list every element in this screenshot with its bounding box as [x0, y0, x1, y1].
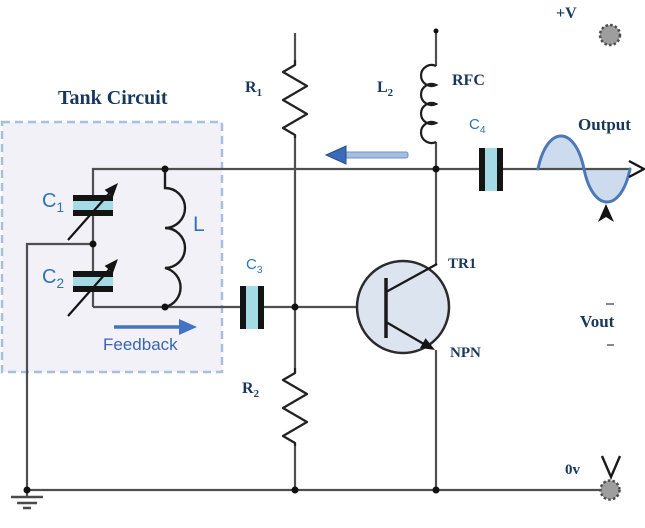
- transistor-collector-lead: [385, 262, 438, 294]
- ground-icon: [11, 495, 43, 510]
- label-c2: C2: [42, 266, 65, 291]
- label-l: L: [193, 213, 205, 236]
- junction-dots: [23, 28, 440, 494]
- wire-midtap-to-ground: [25, 242, 93, 490]
- inductor-l2-rfc: [419, 63, 439, 145]
- variable-capacitor-c2: [67, 259, 118, 317]
- label-output: Output: [578, 115, 631, 134]
- resistor-r1: [281, 60, 309, 138]
- output-arrow-icon: [628, 159, 645, 179]
- label-tr1: TR1: [448, 256, 477, 272]
- label-l2: L2: [377, 79, 394, 100]
- label-0v: 0v: [565, 462, 580, 478]
- junction-dot: [89, 240, 97, 248]
- terminal-plus-v: [598, 23, 622, 47]
- capacitor-c3: [240, 286, 264, 329]
- label-feedback: Feedback: [103, 335, 178, 354]
- label-plus-v: +V: [556, 5, 577, 22]
- variable-capacitor-c1: [67, 183, 118, 241]
- capacitor-c4: [479, 148, 503, 191]
- junction-dot: [161, 165, 169, 173]
- label-r1: R1: [245, 79, 262, 100]
- inductor-l: [163, 169, 187, 309]
- signal-flow-arrow-icon: [324, 145, 409, 165]
- junction-dot: [291, 486, 299, 494]
- label-vout: Vout: [580, 312, 615, 331]
- junction-dot: [161, 303, 169, 311]
- junction-dot: [432, 165, 440, 173]
- label-c1: C1: [42, 190, 65, 215]
- label-npn: NPN: [450, 345, 481, 361]
- vout-marker-up-icon: [598, 204, 614, 222]
- output-sine-wave: [536, 134, 632, 204]
- wire-tank-top-to-output: [91, 167, 630, 195]
- wires: [25, 32, 630, 497]
- label-r2: R2: [242, 380, 259, 401]
- emitter-arrow-icon: [420, 338, 435, 350]
- junction-dot: [432, 486, 440, 494]
- vout-reference-marks: [600, 303, 622, 481]
- feedback-arrow-icon: [114, 319, 197, 335]
- junction-dot: [23, 486, 31, 494]
- transistor-tr1: [355, 259, 451, 355]
- resistor-r2: [281, 368, 309, 446]
- label-c3: C3: [246, 256, 263, 276]
- terminal-0v: [599, 479, 621, 501]
- label-c4: C4: [469, 116, 486, 136]
- label-tank-circuit-title: Tank Circuit: [58, 87, 168, 109]
- transistor-emitter-lead: [385, 321, 430, 348]
- junction-dot: [291, 303, 299, 311]
- vout-marker-down-icon: [600, 455, 622, 481]
- label-rfc: RFC: [452, 72, 485, 89]
- junction-dot: [433, 28, 439, 34]
